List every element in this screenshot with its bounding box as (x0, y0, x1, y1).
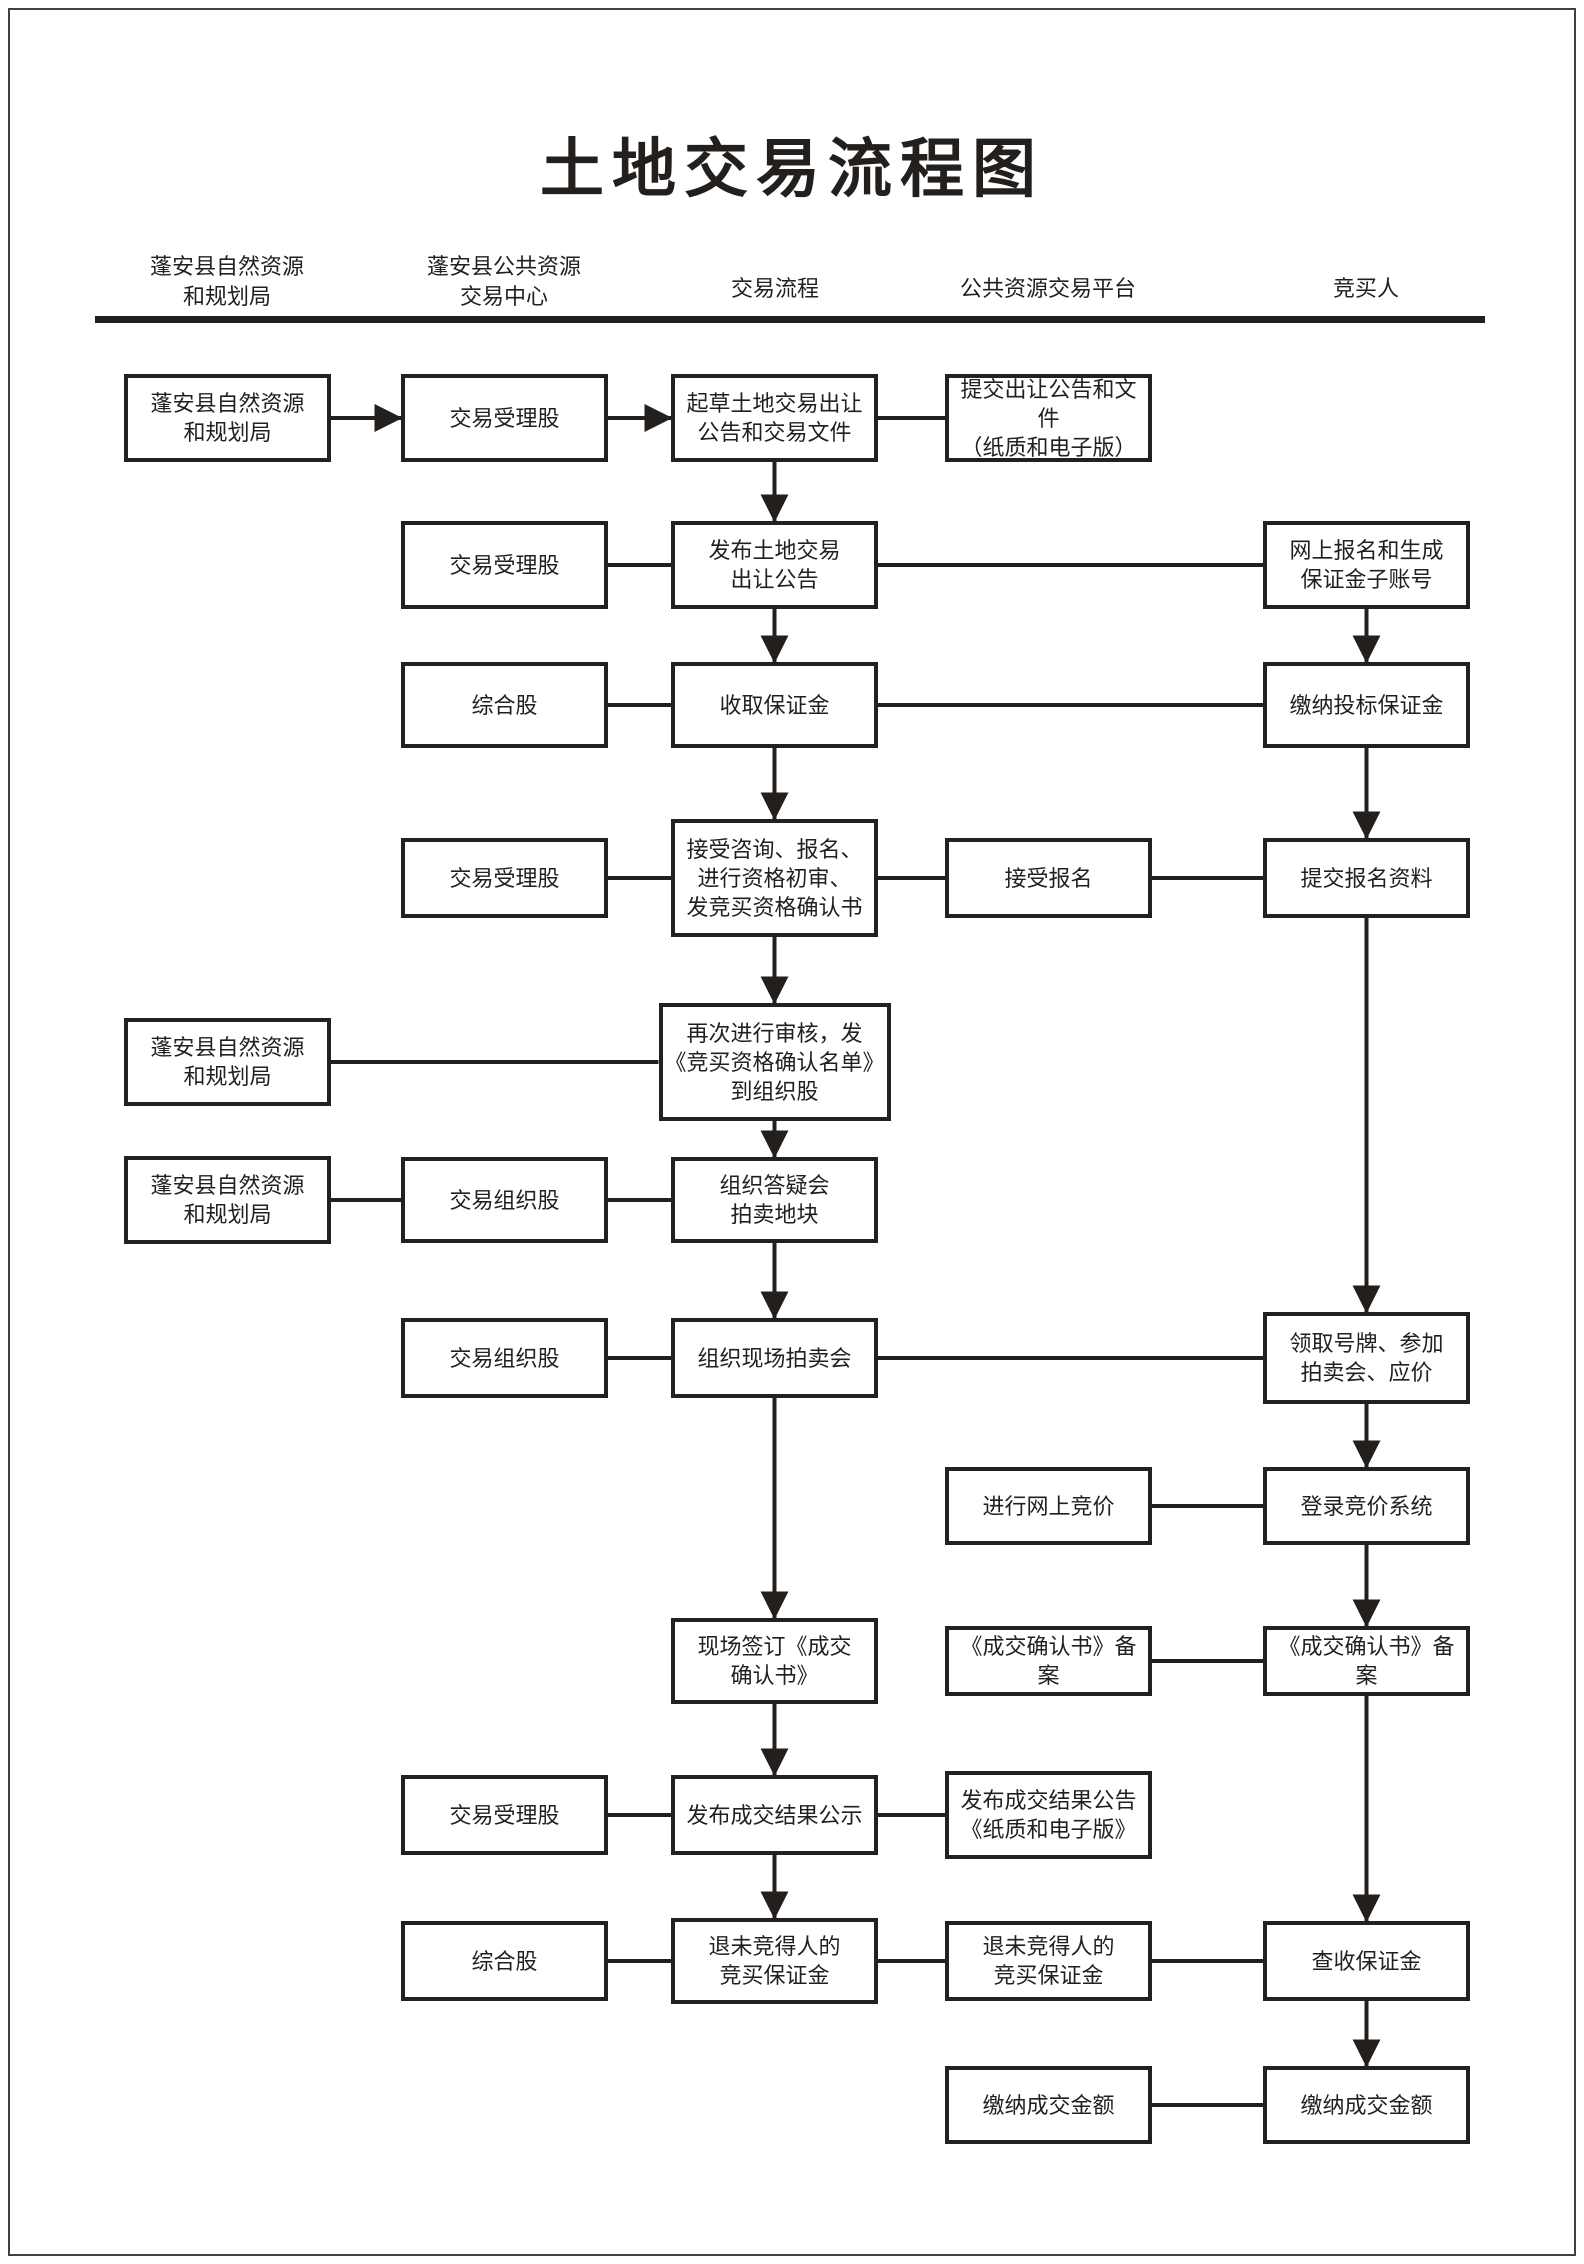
flow-node-organization-unit-1: 交易组织股 (401, 1157, 608, 1243)
flow-node-general-unit-1: 综合股 (401, 662, 608, 748)
flow-node-online-bidding: 进行网上竞价 (945, 1467, 1152, 1545)
flow-node-accept-consult: 接受咨询、报名、 进行资格初审、 发竞买资格确认书 (671, 819, 878, 937)
flow-node-refund-deposit-platform: 退未竞得人的 竞买保证金 (945, 1921, 1152, 2001)
flow-node-submit-registration: 提交报名资料 (1263, 838, 1470, 918)
flow-node-online-register: 网上报名和生成 保证金子账号 (1263, 521, 1470, 609)
flow-node-bureau-qa: 蓬安县自然资源 和规划局 (124, 1156, 331, 1244)
flow-node-acceptance-unit-3: 交易受理股 (401, 838, 608, 918)
header-divider (95, 316, 1485, 323)
flow-node-pay-amount-platform: 缴纳成交金额 (945, 2066, 1152, 2144)
flow-node-login-bidding: 登录竞价系统 (1263, 1467, 1470, 1545)
flow-node-submit-docs: 提交出让公告和文件 （纸质和电子版） (945, 374, 1152, 462)
flow-node-onsite-auction: 组织现场拍卖会 (671, 1318, 878, 1398)
flow-node-general-unit-2: 综合股 (401, 1921, 608, 2001)
column-header-natural-resources-bureau: 蓬安县自然资源 和规划局 (149, 254, 304, 309)
page-title: 土地交易流程图 (540, 133, 1044, 205)
flow-node-accept-registration: 接受报名 (945, 838, 1152, 918)
flow-node-collect-deposit: 收取保证金 (671, 662, 878, 748)
column-header-trade-platform: 公共资源交易平台 (959, 276, 1136, 301)
flow-node-publish-announcement: 发布土地交易 出让公告 (671, 521, 878, 609)
flow-node-bureau-start: 蓬安县自然资源 和规划局 (124, 374, 331, 462)
flow-node-re-review: 再次进行审核，发 《竞买资格确认名单》 到组织股 (658, 1003, 891, 1121)
column-header-trade-process: 交易流程 (730, 276, 819, 301)
flow-node-publish-result-announcement: 发布成交结果公告 《纸质和电子版》 (945, 1771, 1152, 1859)
flow-node-pay-amount-bidder: 缴纳成交金额 (1263, 2066, 1470, 2144)
flow-node-receive-refund: 查收保证金 (1263, 1921, 1470, 2001)
flow-node-publish-result: 发布成交结果公示 (671, 1775, 878, 1855)
flow-node-pay-bid-deposit: 缴纳投标保证金 (1263, 662, 1470, 748)
flow-node-acceptance-unit-1: 交易受理股 (401, 374, 608, 462)
flow-node-confirmation-filing-platform: 《成交确认书》备案 (945, 1626, 1152, 1696)
column-header-public-resources-center: 蓬安县公共资源 交易中心 (426, 254, 581, 309)
column-header-bidder: 竞买人 (1332, 276, 1399, 301)
flow-node-acceptance-unit-2: 交易受理股 (401, 521, 608, 609)
flow-node-bureau-review: 蓬安县自然资源 和规划局 (124, 1018, 331, 1106)
flow-node-confirmation-filing-bidder: 《成交确认书》备案 (1263, 1626, 1470, 1696)
flow-node-acceptance-unit-4: 交易受理股 (401, 1775, 608, 1855)
flow-node-attend-auction: 领取号牌、参加 拍卖会、应价 (1263, 1312, 1470, 1404)
flow-node-sign-confirmation: 现场签订《成交 确认书》 (671, 1618, 878, 1704)
flow-node-refund-deposit-center: 退未竞得人的 竞买保证金 (671, 1918, 878, 2004)
flow-node-qa-meeting: 组织答疑会 拍卖地块 (671, 1157, 878, 1243)
flow-node-organization-unit-2: 交易组织股 (401, 1318, 608, 1398)
flow-node-draft-docs: 起草土地交易出让 公告和交易文件 (671, 374, 878, 462)
